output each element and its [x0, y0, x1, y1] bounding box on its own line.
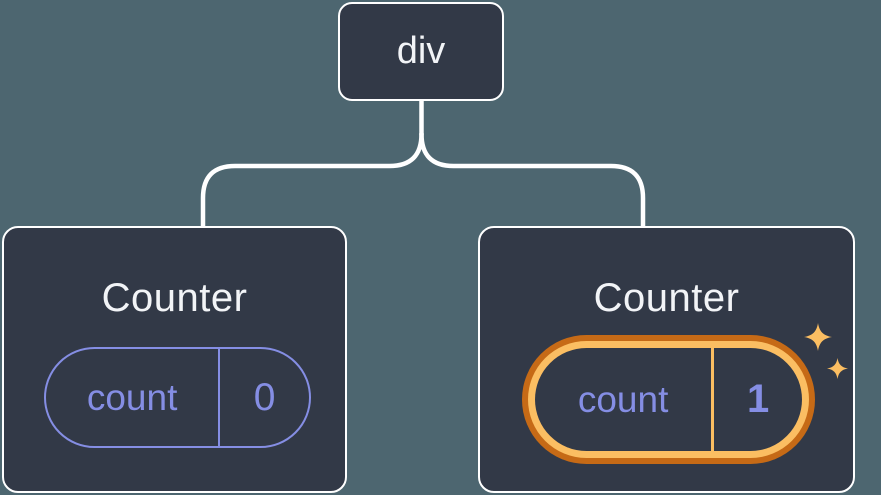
connector-right-branch	[419, 131, 646, 230]
connector-left-branch	[200, 131, 424, 230]
sparkle-icon	[804, 323, 832, 351]
component-title: Counter	[593, 276, 740, 320]
state-pill-highlight-ring: count 1	[522, 335, 815, 464]
component-title: Counter	[101, 276, 248, 320]
state-value: 1	[746, 377, 770, 421]
state-key: count	[46, 349, 221, 446]
state-value: 0	[253, 375, 276, 419]
state-key: count	[535, 348, 715, 451]
state-pill-highlight-ring-inner: count 1	[528, 341, 809, 458]
state-pill: count 0	[44, 347, 311, 448]
state-pill: count 1	[535, 348, 802, 451]
root-node-label: div	[396, 30, 446, 72]
counter-card-right: Counter count 1	[478, 226, 855, 493]
root-node: div	[338, 2, 504, 101]
sparkle-icon	[827, 358, 848, 379]
counter-card-left: Counter count 0	[2, 226, 347, 493]
